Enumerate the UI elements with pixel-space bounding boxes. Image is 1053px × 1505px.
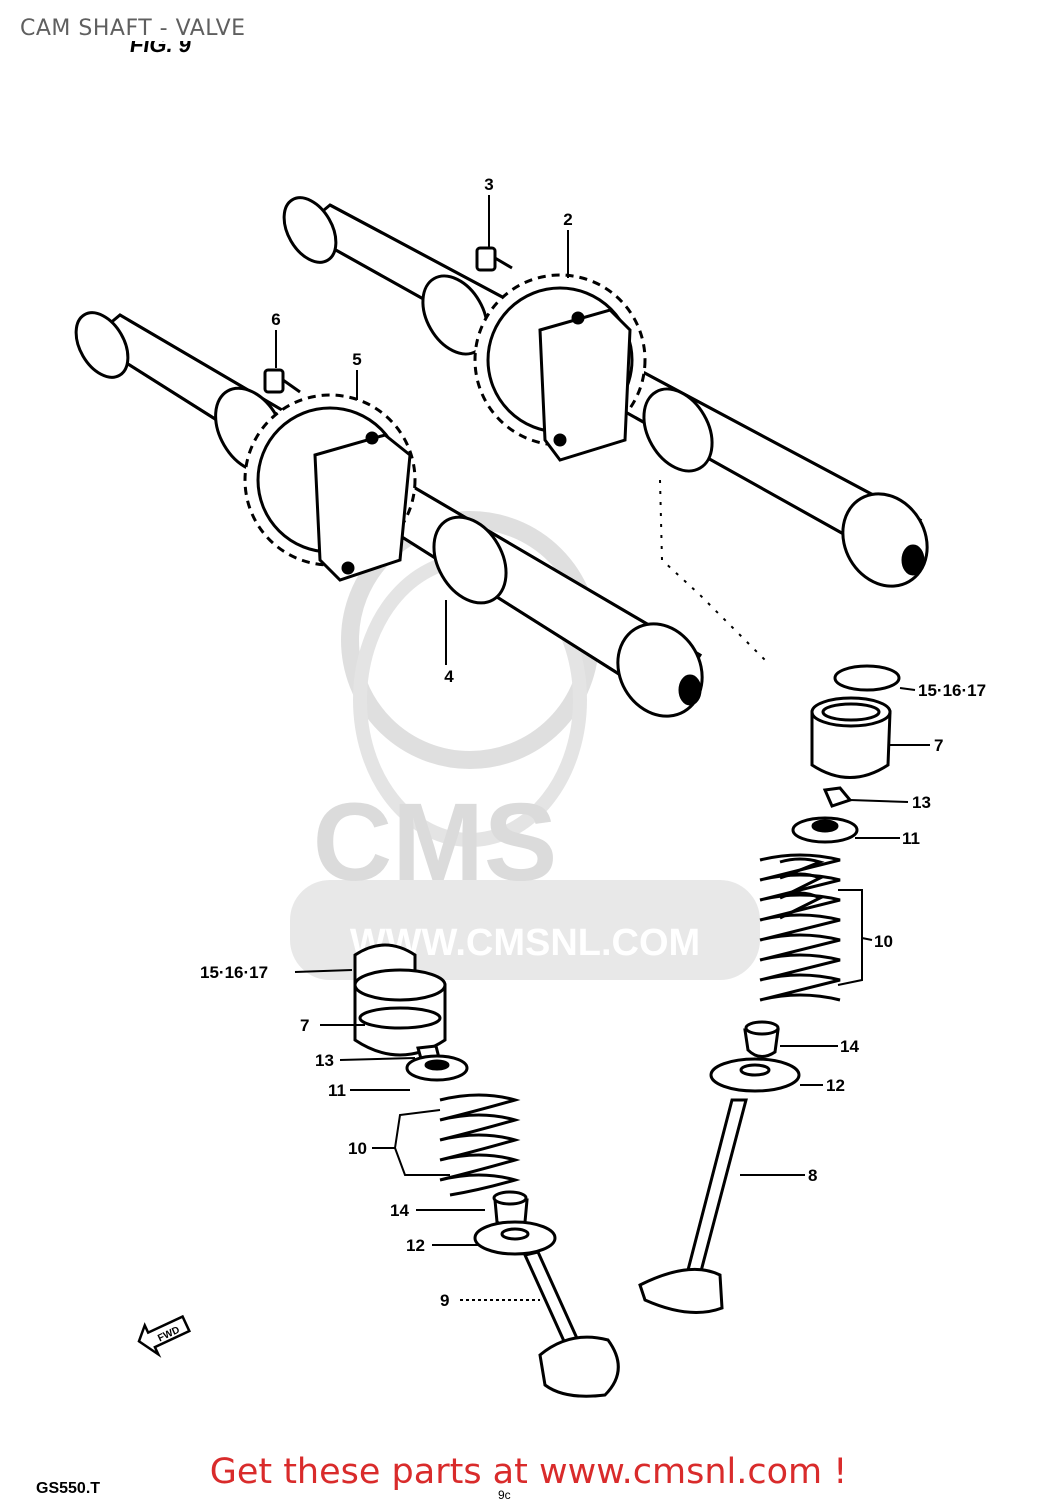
- seal-right: [743, 1028, 780, 1058]
- model-code: GS550.T: [36, 1480, 101, 1497]
- callout-6: 6: [271, 310, 280, 329]
- callout-14-right: 14: [840, 1037, 859, 1056]
- watermark-brand: CMS: [313, 781, 557, 904]
- valve-head-right: [638, 1267, 724, 1314]
- callout-4: 4: [444, 667, 454, 686]
- callout-3: 3: [484, 175, 493, 194]
- callout-shim-left: 15·16·17: [200, 963, 268, 982]
- valve-head-left: [538, 1335, 620, 1398]
- forward-arrow-icon: FWD: [137, 1314, 192, 1358]
- callout-13-right: 13: [912, 793, 931, 812]
- promo-link[interactable]: Get these parts at www.cmsnl.com !: [0, 1452, 1053, 1492]
- shim-right: [833, 664, 901, 692]
- spring-left: [439, 1093, 521, 1197]
- callout-7-right: 7: [934, 736, 943, 755]
- callout-7-left: 7: [300, 1016, 309, 1035]
- page-mark: 9c: [498, 1488, 511, 1502]
- callout-9: 9: [440, 1291, 449, 1310]
- callout-13-left: 13: [315, 1051, 334, 1070]
- callout-2: 2: [563, 210, 572, 229]
- callout-12-left: 12: [406, 1236, 425, 1255]
- callout-10-right: 10: [874, 932, 893, 951]
- cotter-right: [822, 786, 853, 808]
- callout-12-right: 12: [826, 1076, 845, 1095]
- sprocket-bolt-lower: [263, 368, 301, 394]
- callout-11-left: 11: [328, 1081, 346, 1100]
- tappet-right: [810, 710, 892, 779]
- spring-right: [759, 853, 841, 1002]
- valve-assembly-left: [353, 943, 620, 1398]
- promo-text[interactable]: Get these parts at www.cmsnl.com !: [209, 1452, 848, 1492]
- valve-assembly-right: [638, 664, 901, 1314]
- leader-lines: [275, 195, 930, 1301]
- valve-stem-right: [686, 1098, 748, 1278]
- callout-14-left: 14: [390, 1201, 409, 1220]
- callout-8: 8: [808, 1166, 817, 1185]
- callout-11-right: 11: [902, 829, 920, 848]
- page-title: CAM SHAFT - VALVE: [20, 16, 246, 41]
- cam-sprocket-upper: [473, 273, 647, 462]
- callout-5: 5: [352, 350, 361, 369]
- sprocket-bolt-upper: [475, 246, 513, 272]
- cam-sprocket-lower: [243, 393, 417, 582]
- alignment-line: [659, 479, 766, 661]
- callout-10-left: 10: [348, 1139, 367, 1158]
- callout-shim-right: 15·16·17: [918, 681, 986, 700]
